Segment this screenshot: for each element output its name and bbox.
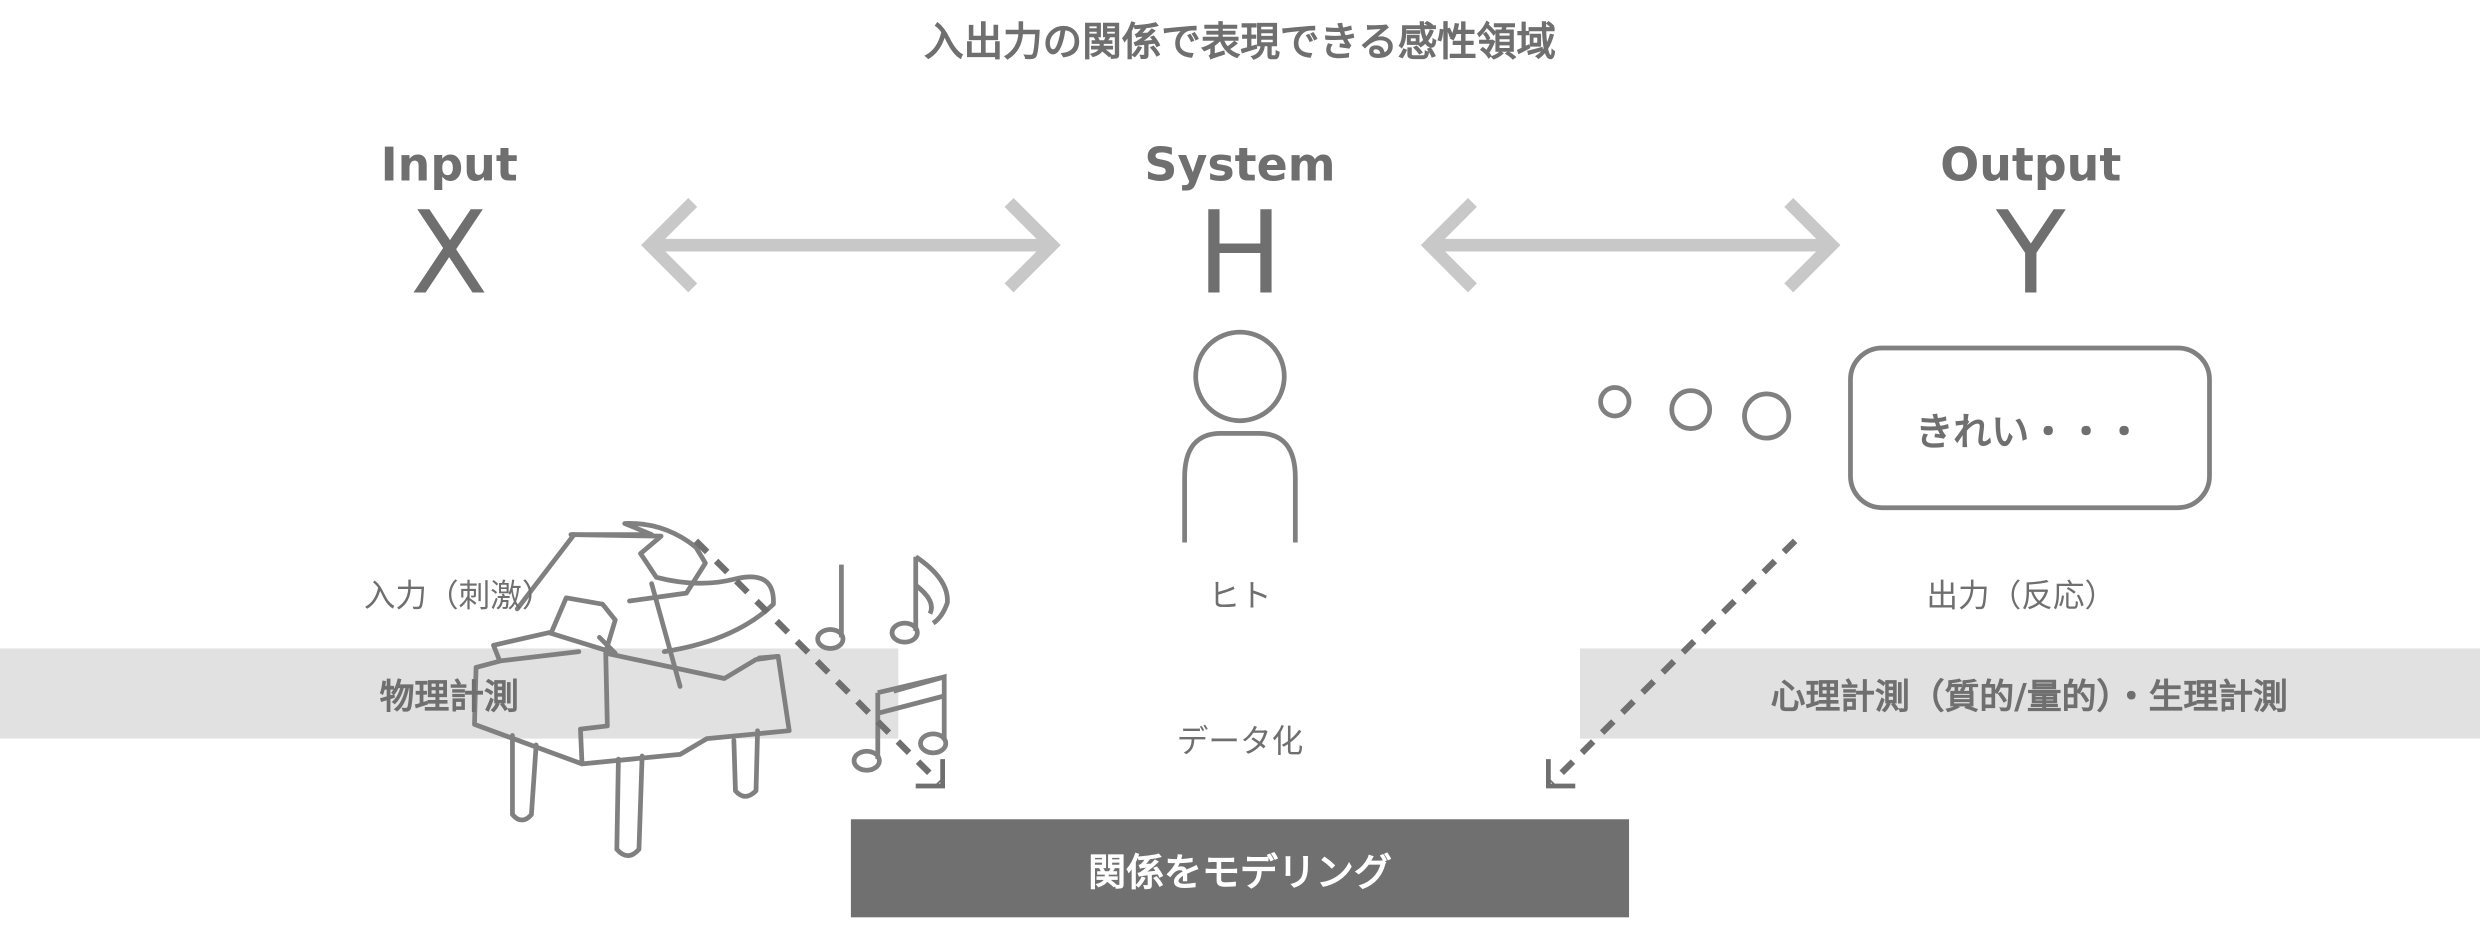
data-conversion-label: データ化 (1176, 722, 1304, 760)
diagram-title: 入出力の関係で表現できる感性領域 (924, 18, 1556, 65)
psych-measurement-label: 心理計測（質的/量的）・生理計測 (1770, 678, 2288, 719)
music-notes-icon (815, 554, 950, 773)
output-symbol: Y (1995, 186, 2066, 320)
person-icon (1182, 329, 1298, 543)
arrowhead-icon (915, 759, 946, 789)
physical-measurement-label: 物理計測 (379, 678, 519, 719)
output-label: 出力（反応） (1926, 576, 2117, 615)
input-symbol: X (410, 186, 489, 320)
system-symbol: H (1197, 186, 1283, 320)
double-arrow-input-system (641, 197, 1061, 293)
modeling-box: 関係をモデリング (850, 819, 1630, 918)
modeling-label: 関係をモデリング (1088, 850, 1392, 895)
thought-bubble-box (1848, 345, 2212, 511)
psych-measurement-band (1580, 648, 2480, 739)
double-arrow-system-output (1420, 197, 1841, 293)
thought-circles-icon (1598, 385, 1792, 441)
dashed-arrow-output-to-model (1549, 538, 1798, 786)
dashed-arrow-input-to-model (693, 538, 942, 786)
system-label: ヒト (1208, 576, 1272, 615)
piano-icon (472, 521, 792, 858)
input-heading: Input (380, 137, 518, 192)
input-label: 入力（刺激） (363, 576, 554, 615)
system-heading: System (1144, 137, 1336, 192)
output-heading: Output (1940, 137, 2122, 192)
arrowhead-icon (1546, 759, 1576, 789)
bubble-text: きれい・・・ (1915, 410, 2144, 455)
